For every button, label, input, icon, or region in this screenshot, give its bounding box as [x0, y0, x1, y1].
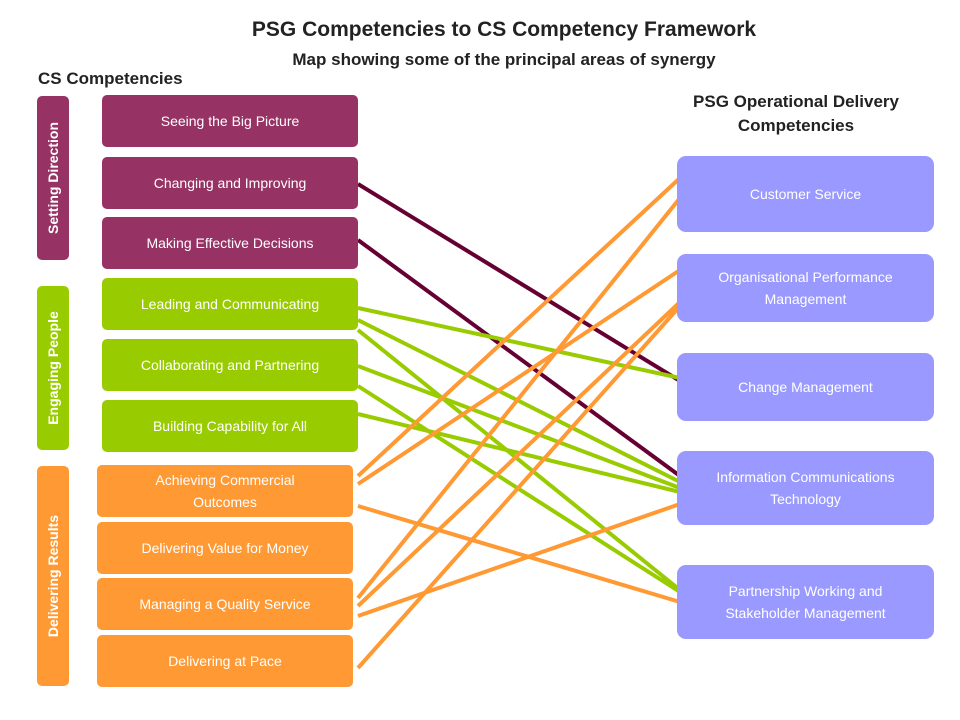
group-setting-direction: Setting Direction: [37, 96, 69, 260]
group-delivering-results: Delivering Results: [37, 466, 69, 686]
psg-item-partnership: Partnership Working and Stakeholder Mana…: [677, 565, 934, 639]
cs-item-quality-service: Managing a Quality Service: [97, 578, 353, 630]
group-engaging-people: Engaging People: [37, 286, 69, 450]
psg-item-ict: Information Communications Technology: [677, 451, 934, 525]
link-decisions-to-ict: [356, 238, 682, 478]
psg-item-org-performance: Organisational Performance Management: [677, 254, 934, 322]
psg-competencies-heading: PSG Operational Delivery Competencies: [693, 92, 899, 135]
cs-item-value-for-money: Delivering Value for Money: [97, 522, 353, 574]
cs-item-building-capability: Building Capability for All: [102, 400, 358, 452]
cs-item-collaborating-partnering: Collaborating and Partnering: [102, 339, 358, 391]
group-label-setting-direction: Setting Direction: [45, 121, 62, 235]
link-pace-to-org-performance: [356, 304, 682, 670]
psg-item-customer-service: Customer Service: [677, 156, 934, 232]
cs-item-commercial-outcomes: Achieving Commercial Outcomes: [97, 465, 353, 517]
psg-item-change-management: Change Management: [677, 353, 934, 421]
cs-item-effective-decisions: Making Effective Decisions: [102, 217, 358, 269]
link-quality-to-org-performance: [356, 300, 682, 608]
link-collaborating-to-ict: [357, 364, 681, 490]
diagram-title: PSG Competencies to CS Competency Framew…: [251, 18, 757, 41]
cs-item-leading-communicating: Leading and Communicating: [102, 278, 358, 330]
cs-competencies-heading: CS Competencies: [38, 69, 183, 88]
link-leading-to-partnership: [356, 328, 682, 592]
link-quality-to-ict: [357, 502, 681, 618]
link-commercial-to-partnership: [357, 504, 681, 604]
diagram-subtitle: Map showing some of the principal areas …: [292, 50, 716, 69]
link-quality-to-customer-service: [356, 196, 682, 600]
cs-item-delivering-pace: Delivering at Pace: [97, 635, 353, 687]
group-label-engaging-people: Engaging People: [45, 311, 62, 425]
group-label-delivering-results: Delivering Results: [45, 514, 61, 638]
link-commercial-to-org-performance: [356, 268, 682, 486]
cs-item-seeing-big-picture: Seeing the Big Picture: [102, 95, 358, 147]
link-changing-to-change-mgmt: [356, 182, 682, 383]
cs-item-changing-improving: Changing and Improving: [102, 157, 358, 209]
link-commercial-to-customer-service: [356, 176, 682, 478]
